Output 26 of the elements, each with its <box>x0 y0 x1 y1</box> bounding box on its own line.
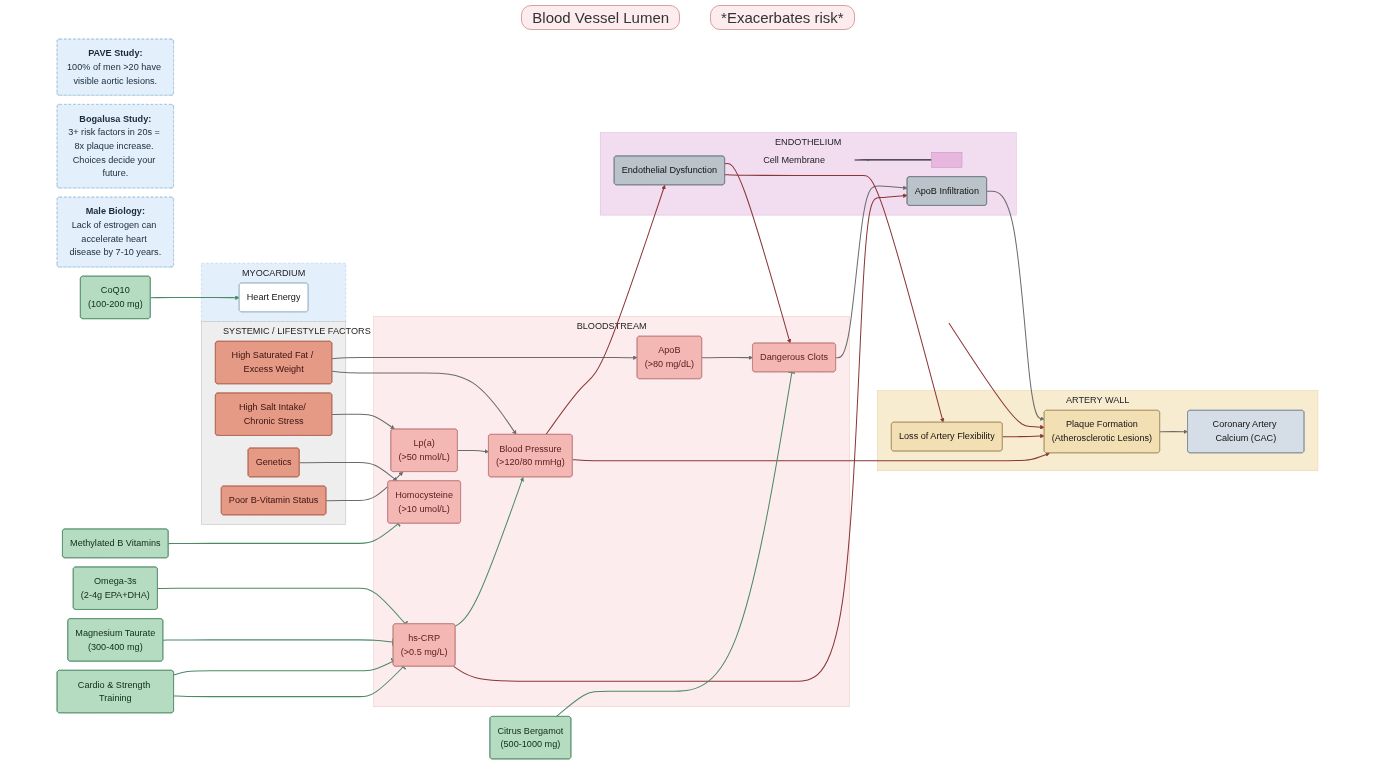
connector <box>854 159 933 161</box>
arrow <box>332 413 396 430</box>
node-box <box>931 152 963 168</box>
arrow <box>545 184 667 436</box>
arrow <box>701 355 754 360</box>
arrow <box>986 190 1046 421</box>
arrow <box>299 461 398 482</box>
arrow <box>332 355 638 360</box>
arrow <box>453 193 908 682</box>
arrow <box>326 471 404 502</box>
arrow <box>457 449 490 454</box>
node-label: SYSTEMIC / LIFESTYLE FACTORS <box>223 326 372 337</box>
node-text: Cell Membrane <box>763 154 826 165</box>
arrow <box>572 452 1051 462</box>
arrow <box>332 370 517 435</box>
arrow <box>1159 429 1189 434</box>
arrow <box>724 162 792 344</box>
arrow <box>150 295 241 300</box>
arrow <box>1002 433 1046 439</box>
note-label: *Exacerbates risk* <box>710 4 855 30</box>
connector <box>556 371 797 718</box>
arrow <box>455 476 525 627</box>
note-label: Blood Vessel Lumen <box>521 4 681 30</box>
arrow <box>835 185 908 359</box>
arrow <box>948 322 1046 430</box>
arrow <box>724 174 945 423</box>
